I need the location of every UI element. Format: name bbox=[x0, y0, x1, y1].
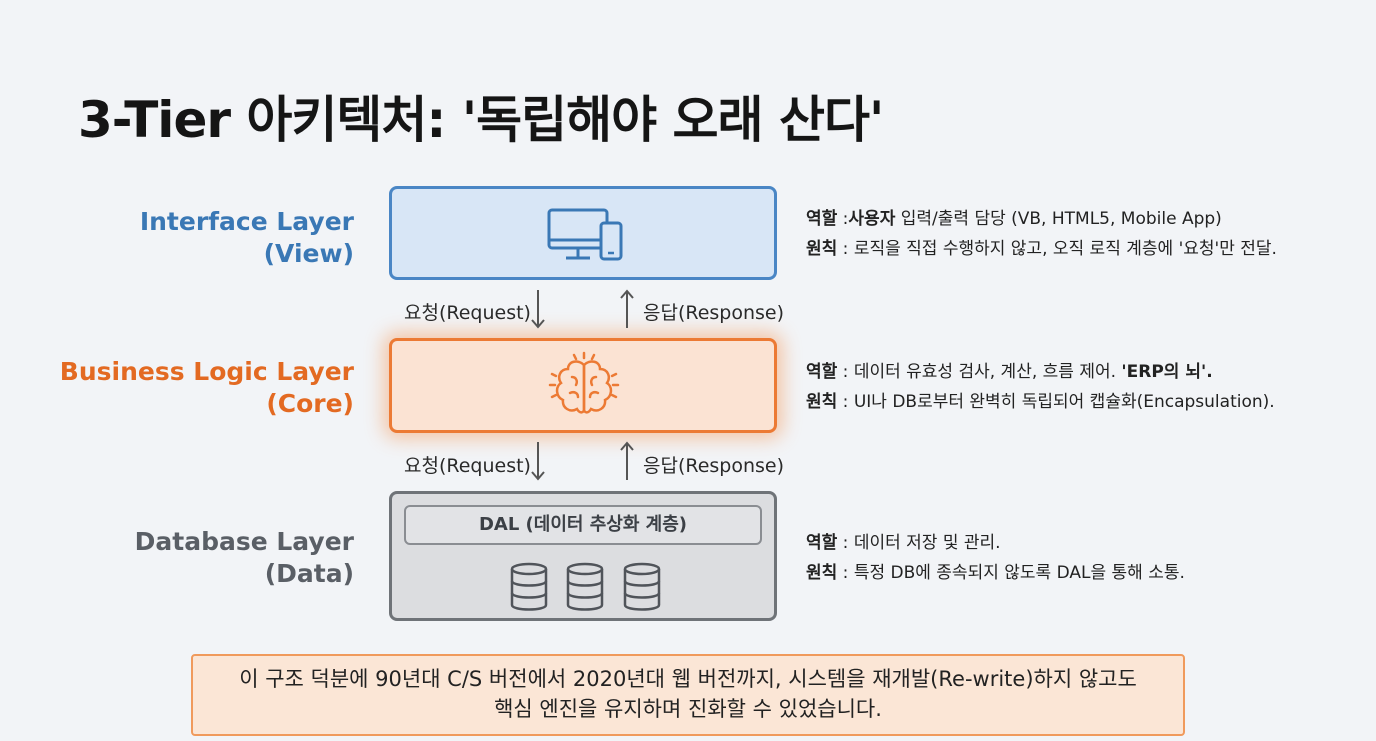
monitor-and-phone-icon bbox=[547, 208, 623, 261]
business-layer-subname: (Core) bbox=[266, 389, 354, 418]
principle-line: 원칙 : 특정 DB에 종속되지 않도록 DAL을 통해 소통. bbox=[806, 558, 1185, 588]
role-line: 역할 : 데이터 유효성 검사, 계산, 흐름 제어. 'ERP의 뇌'. bbox=[806, 357, 1275, 387]
principle-line: 원칙 : UI나 DB로부터 완벽히 독립되어 캡슐화(Encapsulatio… bbox=[806, 387, 1275, 417]
response-label: 응답(Response) bbox=[643, 455, 785, 477]
role-line: 역할 : 데이터 저장 및 관리. bbox=[806, 528, 1185, 558]
business-logic-layer-box bbox=[389, 338, 777, 433]
database-icon bbox=[566, 562, 604, 611]
role-text: : 데이터 저장 및 관리. bbox=[837, 533, 1001, 553]
principle-text: : 로직을 직접 수행하지 않고, 오직 로직 계층에 '요청'만 전달. bbox=[837, 239, 1277, 259]
arrow-down-icon bbox=[531, 290, 545, 329]
principle-text: : UI나 DB로부터 완벽히 독립되어 캡슐화(Encapsulation). bbox=[837, 392, 1275, 412]
summary-line-2: 핵심 엔진을 유지하며 진화할 수 있었습니다. bbox=[494, 697, 882, 721]
dal-label: DAL (데이터 추상화 계층) bbox=[404, 505, 762, 545]
role-text: 입력/출력 담당 (VB, HTML5, Mobile App) bbox=[895, 209, 1222, 229]
principle-key: 원칙 bbox=[806, 239, 838, 259]
database-layer-subname: (Data) bbox=[264, 559, 354, 588]
principle-key: 원칙 bbox=[806, 392, 838, 412]
role-highlight: 사용자 bbox=[848, 209, 896, 229]
arrow-up-icon bbox=[620, 441, 634, 480]
database-layer-name: Database Layer bbox=[134, 527, 354, 556]
response-label: 응답(Response) bbox=[643, 302, 785, 324]
page-title: 3-Tier 아키텍처: '독립해야 오래 산다' bbox=[78, 91, 884, 149]
arrow-up-icon bbox=[620, 289, 634, 328]
business-layer-label: Business Logic Layer (Core) bbox=[34, 356, 354, 420]
brain-icon bbox=[548, 351, 620, 414]
arrow-down-icon bbox=[531, 442, 545, 481]
interface-layer-name: Interface Layer bbox=[139, 207, 354, 236]
principle-key: 원칙 bbox=[806, 563, 838, 583]
summary-note: 이 구조 덕분에 90년대 C/S 버전에서 2020년대 웹 버전까지, 시스… bbox=[191, 654, 1185, 736]
interface-description: 역할 :사용자 입력/출력 담당 (VB, HTML5, Mobile App)… bbox=[806, 204, 1277, 264]
database-icon bbox=[510, 562, 548, 611]
database-description: 역할 : 데이터 저장 및 관리. 원칙 : 특정 DB에 종속되지 않도록 D… bbox=[806, 528, 1185, 588]
role-text: : 데이터 유효성 검사, 계산, 흐름 제어. bbox=[837, 362, 1122, 382]
database-layer-box: DAL (데이터 추상화 계층) bbox=[389, 491, 777, 621]
summary-line-1: 이 구조 덕분에 90년대 C/S 버전에서 2020년대 웹 버전까지, 시스… bbox=[239, 667, 1137, 691]
interface-layer-label: Interface Layer (View) bbox=[34, 206, 354, 270]
role-key: 역할 bbox=[806, 209, 838, 229]
interface-layer-subname: (View) bbox=[263, 239, 354, 268]
request-label: 요청(Request) bbox=[404, 455, 531, 477]
role-key: 역할 bbox=[806, 362, 838, 382]
request-label: 요청(Request) bbox=[404, 302, 531, 324]
principle-text: : 특정 DB에 종속되지 않도록 DAL을 통해 소통. bbox=[837, 563, 1185, 583]
interface-layer-box bbox=[389, 186, 777, 280]
business-layer-name: Business Logic Layer bbox=[59, 357, 354, 386]
role-highlight: 'ERP의 뇌'. bbox=[1121, 362, 1213, 382]
business-description: 역할 : 데이터 유효성 검사, 계산, 흐름 제어. 'ERP의 뇌'. 원칙… bbox=[806, 357, 1275, 417]
principle-line: 원칙 : 로직을 직접 수행하지 않고, 오직 로직 계층에 '요청'만 전달. bbox=[806, 234, 1277, 264]
role-key: 역할 bbox=[806, 533, 838, 553]
database-layer-label: Database Layer (Data) bbox=[34, 526, 354, 590]
role-line: 역할 :사용자 입력/출력 담당 (VB, HTML5, Mobile App) bbox=[806, 209, 1222, 229]
database-icon bbox=[623, 562, 661, 611]
